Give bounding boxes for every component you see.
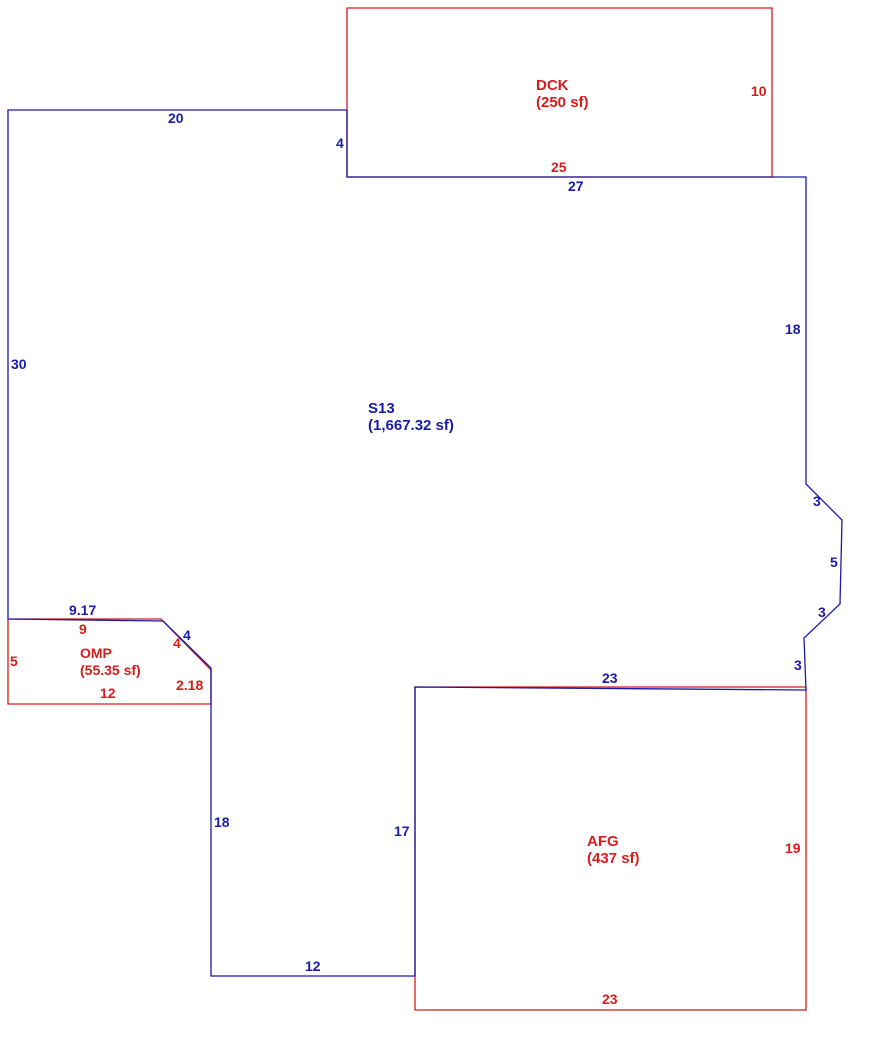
s13-name-label: S13 — [368, 400, 395, 417]
afg-area-label: (437 sf) — [587, 850, 640, 867]
s13-dim-bay-bottom: 3 — [818, 604, 826, 620]
s13-dim-top-right: 27 — [568, 178, 584, 194]
s13-dim-bay-side: 5 — [830, 554, 838, 570]
dck-dim-side: 10 — [751, 83, 767, 99]
s13-dim-left-lower: 18 — [214, 814, 230, 830]
s13-area-label: (1,667.32 sf) — [368, 417, 454, 434]
s13-dim-top-left: 20 — [168, 110, 184, 126]
omp-dim-bottom: 12 — [100, 685, 116, 701]
dck-dim-bottom: 25 — [551, 159, 567, 175]
omp-dim-left: 5 — [10, 653, 18, 669]
s13-dim-right-lower: 3 — [794, 657, 802, 673]
dck-area-label: (250 sf) — [536, 94, 589, 111]
s13-dim-right-upper: 18 — [785, 321, 801, 337]
omp-area-label: (55.35 sf) — [80, 662, 141, 678]
afg-name-label: AFG — [587, 833, 619, 850]
s13-dim-garage-top: 23 — [602, 670, 618, 686]
afg-dim-bottom: 23 — [602, 991, 618, 1007]
s13-dim-garage-left: 17 — [394, 823, 410, 839]
dck-name-label: DCK — [536, 77, 569, 94]
afg-dim-side: 19 — [785, 840, 801, 856]
omp-dim-top: 9 — [79, 621, 87, 637]
s13-dim-bottom: 12 — [305, 958, 321, 974]
s13-dim-left: 30 — [11, 356, 27, 372]
omp-dim-diag: 4 — [173, 635, 181, 651]
omp-name-label: OMP — [80, 645, 112, 661]
s13-dim-bay-top: 3 — [813, 493, 821, 509]
s13-dim-step: 4 — [336, 135, 344, 151]
omp-dim-right: 2.18 — [176, 677, 203, 693]
s13-dim-porch-diag: 4 — [183, 627, 191, 643]
s13-dim-porch-top: 9.17 — [69, 602, 96, 618]
s13-outline — [7, 109, 843, 977]
